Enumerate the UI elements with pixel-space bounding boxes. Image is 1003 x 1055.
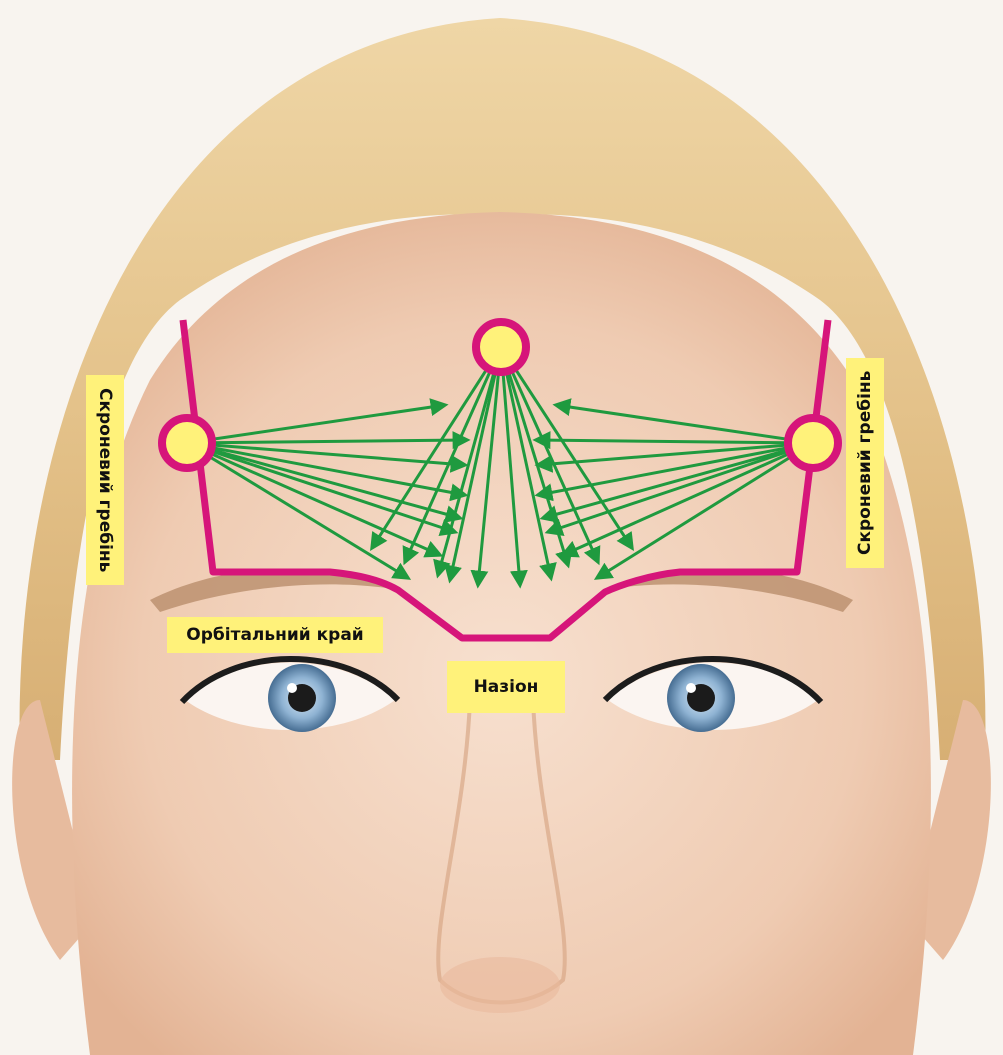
nose-tip [440,957,560,1013]
temporal-crest-left-label: Скроневий гребінь [86,375,124,585]
injection-point-right [788,418,838,468]
temporal-crest-right-label: Скроневий гребінь [846,358,884,568]
orbital-rim-label: Орбітальний край [167,617,383,653]
nasion-label: Назіон [447,661,565,713]
injection-point-top [476,322,526,372]
injection-point-left [162,418,212,468]
